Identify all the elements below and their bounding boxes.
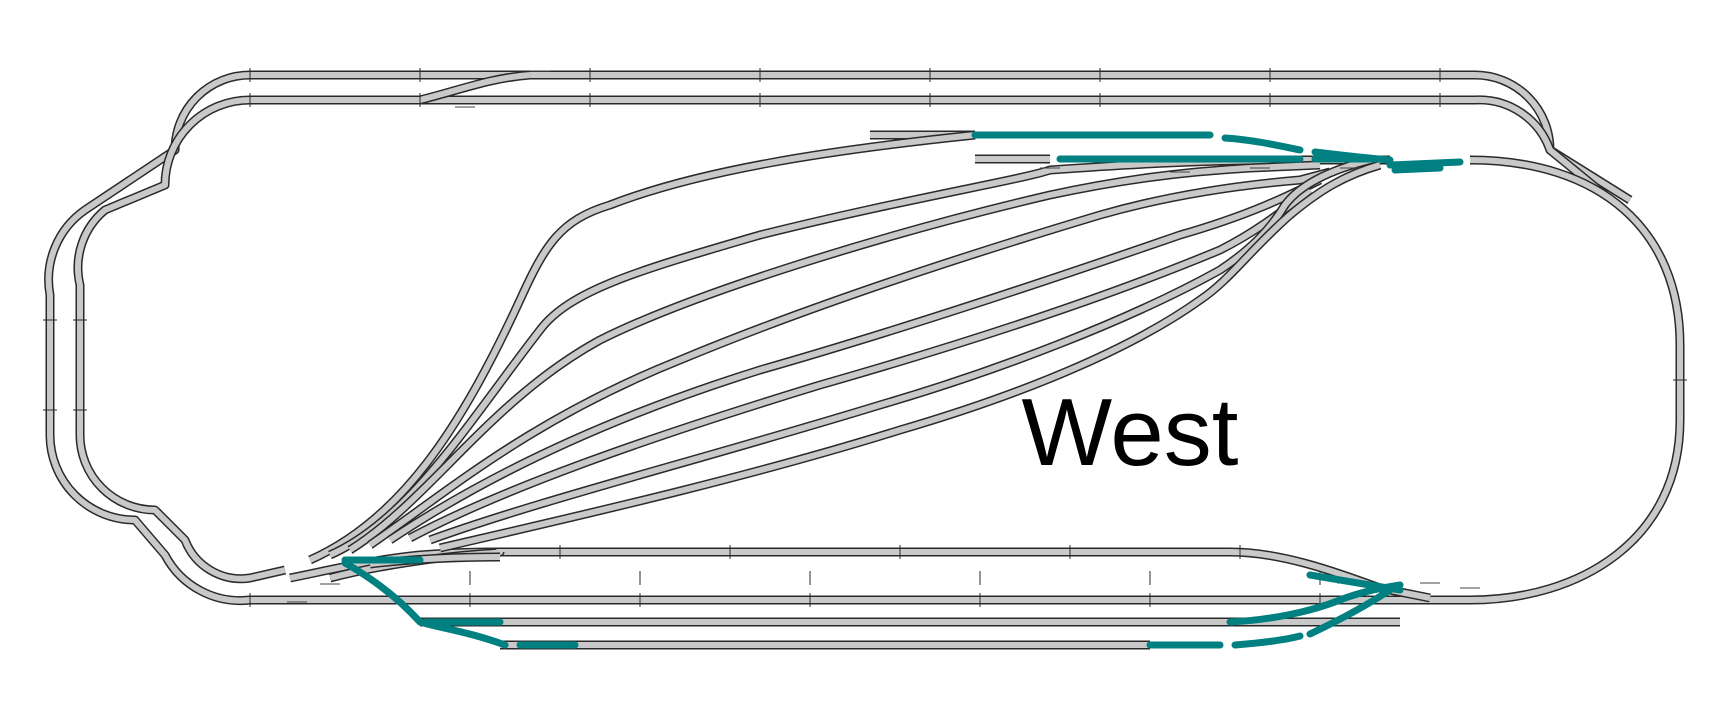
track-yard-5 bbox=[407, 186, 1313, 542]
siding-highlight-16 bbox=[1306, 571, 1404, 594]
track-outer-loop-west bbox=[44, 70, 251, 606]
siding-highlight-14 bbox=[1306, 586, 1394, 638]
track-yard-1 bbox=[328, 155, 1390, 560]
siding-highlight-6 bbox=[1386, 158, 1464, 169]
track-yard-3 bbox=[367, 167, 1332, 549]
siding-highlight-7 bbox=[1391, 164, 1444, 174]
track-upper-siding-1 bbox=[418, 70, 531, 105]
track-yard-7 bbox=[438, 160, 1382, 553]
siding-highlight-9 bbox=[341, 559, 509, 649]
highlighted-track-layer bbox=[341, 131, 1464, 649]
track-yard-2 bbox=[347, 160, 1321, 554]
siding-highlight-2 bbox=[1221, 134, 1304, 154]
siding-highlight-13 bbox=[1231, 632, 1304, 649]
track-yard-6 bbox=[428, 155, 1372, 545]
track-layer bbox=[44, 70, 1685, 650]
track-east-loop bbox=[1469, 155, 1685, 605]
track-inner-loop-main bbox=[250, 95, 1608, 199]
region-label-west: West bbox=[1022, 379, 1239, 486]
track-yard-4 bbox=[387, 175, 1323, 544]
track-yard-lead bbox=[308, 130, 976, 565]
track-joint-layer bbox=[43, 68, 1687, 607]
track-inner-loop-west bbox=[73, 95, 287, 584]
